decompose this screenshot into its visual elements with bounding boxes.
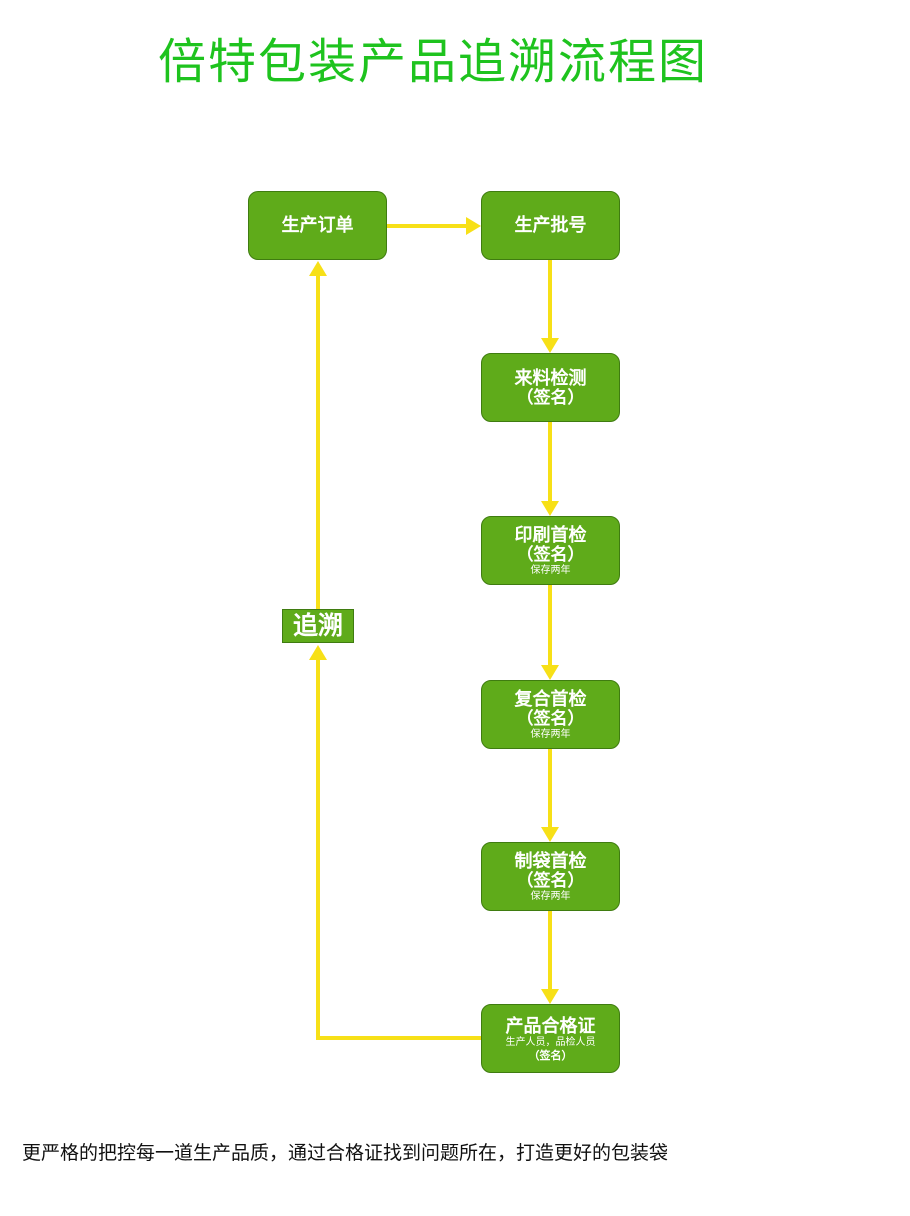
node-laminate-first-inspection-label: 复合首检 (514, 688, 587, 710)
node-print-first-inspection-label: 印刷首检 (514, 524, 587, 546)
arrowhead-print (541, 501, 559, 516)
arrowhead-laminate (541, 665, 559, 680)
node-print-first-inspection-sign: （签名） (516, 544, 585, 565)
page-title: 倍特包装产品追溯流程图 (157, 34, 708, 90)
node-production-order: 生产订单 (248, 191, 387, 260)
node-incoming-inspection-label: 来料检测 (514, 367, 587, 389)
node-product-certificate-personnel: 生产人员，品检人员 (505, 1036, 596, 1048)
node-production-batch: 生产批号 (481, 191, 620, 260)
trace-label: 追溯 (282, 609, 354, 643)
node-incoming-inspection: 来料检测 （签名） (481, 353, 620, 422)
node-incoming-inspection-sign: （签名） (516, 387, 585, 408)
node-print-first-inspection-retention: 保存两年 (530, 564, 571, 576)
arrowhead-certificate (541, 989, 559, 1004)
node-product-certificate: 产品合格证 生产人员，品检人员 （签名） (481, 1004, 620, 1073)
node-bagmaking-first-inspection: 制袋首检 （签名） 保存两年 (481, 842, 620, 911)
node-print-first-inspection: 印刷首检 （签名） 保存两年 (481, 516, 620, 585)
arrowhead-incoming (541, 338, 559, 353)
arrowhead-order (309, 261, 327, 276)
node-laminate-first-inspection-retention: 保存两年 (530, 728, 571, 740)
node-production-order-label: 生产订单 (281, 215, 354, 236)
arrowhead-trace-label (309, 645, 327, 660)
trace-return-line (316, 656, 481, 1040)
node-laminate-first-inspection: 复合首检 （签名） 保存两年 (481, 680, 620, 749)
node-bagmaking-first-inspection-label: 制袋首检 (514, 850, 587, 872)
arrowhead-batch (466, 217, 481, 235)
arrowhead-bagmaking (541, 827, 559, 842)
node-bagmaking-first-inspection-retention: 保存两年 (530, 890, 571, 902)
node-product-certificate-sign: （签名） (528, 1048, 573, 1062)
node-bagmaking-first-inspection-sign: （签名） (516, 870, 585, 891)
node-laminate-first-inspection-sign: （签名） (516, 708, 585, 729)
node-production-batch-label: 生产批号 (514, 215, 587, 236)
footer-slogan: 更严格的把控每一道生产品质，通过合格证找到问题所在，打造更好的包装袋 (22, 1142, 669, 1164)
node-product-certificate-label: 产品合格证 (505, 1015, 596, 1037)
